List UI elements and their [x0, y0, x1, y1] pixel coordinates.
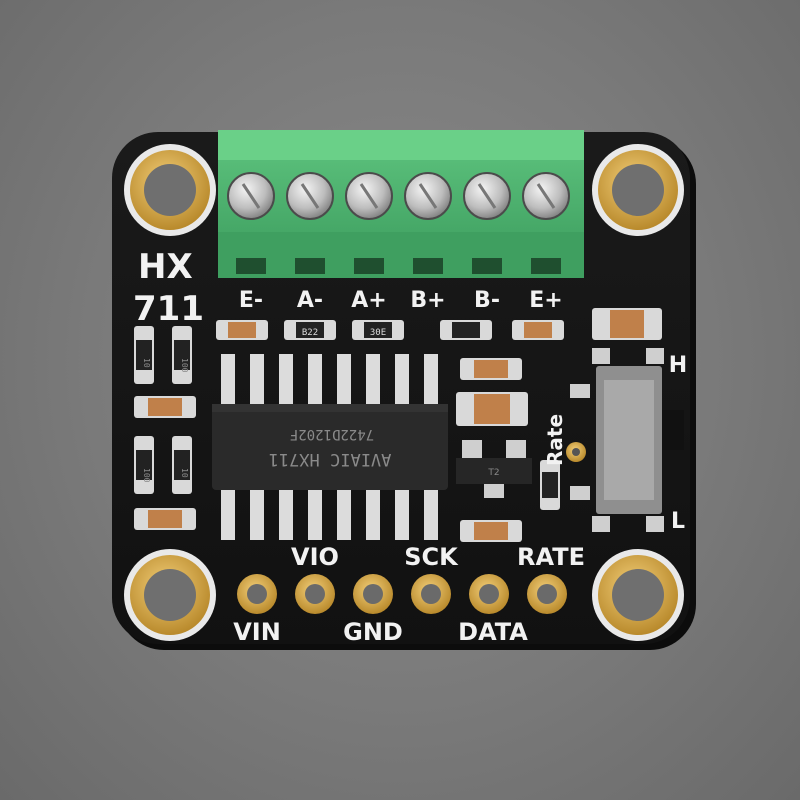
chip-marking-line1: 7422D1202F	[290, 426, 374, 442]
terminal-screws	[227, 172, 570, 220]
pin-label-vin: VIN	[233, 618, 281, 646]
svg-text:10: 10	[180, 468, 189, 478]
resistor-row: B22 30E	[216, 308, 662, 340]
mounting-hole-top-right	[592, 144, 684, 236]
switch-label-low: L	[671, 509, 685, 534]
mounting-hole-top-left	[124, 144, 216, 236]
right-components: T2	[456, 358, 586, 542]
terminal-label-b-minus: B-	[474, 288, 500, 313]
terminal-block	[218, 130, 584, 278]
svg-text:100: 100	[180, 358, 189, 373]
small-part-codes: 10 100 100 10	[142, 358, 189, 483]
hx711-chip: 7422D1202F AVIAIC HX711	[212, 354, 448, 540]
transistor-code: T2	[487, 468, 499, 478]
header-pads	[237, 574, 567, 614]
left-components	[134, 326, 196, 530]
resistor-code-2: 30E	[370, 328, 386, 338]
terminal-labels: E- A- A+ B+ B- E+	[239, 288, 563, 313]
pin-label-rate: RATE	[517, 543, 585, 571]
pad-gnd	[353, 574, 393, 614]
pin-label-vio: VIO	[291, 543, 339, 571]
pad-sck	[411, 574, 451, 614]
pin-label-data: DATA	[458, 618, 528, 646]
svg-text:100: 100	[142, 468, 151, 483]
svg-text:10: 10	[142, 358, 151, 368]
chip-marking-line2: AVIAIC HX711	[269, 449, 392, 469]
pin-labels-top: VIO SCK RATE	[291, 543, 585, 571]
terminal-label-b-plus: B+	[410, 288, 445, 313]
resistor-code-1: B22	[302, 328, 318, 338]
pin-label-sck: SCK	[404, 543, 459, 571]
pad-vin	[237, 574, 277, 614]
pad-rate	[527, 574, 567, 614]
terminal-label-a-plus: A+	[351, 288, 386, 313]
terminal-label-e-plus: E+	[529, 288, 562, 313]
chip-top-pins	[221, 354, 438, 406]
chip-bottom-pins	[221, 488, 438, 540]
mounting-holes	[124, 144, 684, 641]
rate-switch	[570, 348, 684, 532]
board-title-line2: 711	[133, 289, 204, 329]
terminal-slots	[236, 258, 561, 274]
mounting-hole-bottom-left	[124, 549, 216, 641]
pad-data	[469, 574, 509, 614]
pad-vio	[295, 574, 335, 614]
pin-label-gnd: GND	[343, 618, 403, 646]
mounting-hole-bottom-right	[592, 549, 684, 641]
pin-labels-bottom: VIN GND DATA	[233, 618, 528, 646]
switch-label-rate: Rate	[543, 414, 567, 466]
board-title-line1: HX	[138, 247, 193, 287]
terminal-label-a-minus: A-	[297, 288, 323, 313]
switch-label-high: H	[669, 353, 687, 378]
terminal-label-e-minus: E-	[239, 288, 263, 313]
